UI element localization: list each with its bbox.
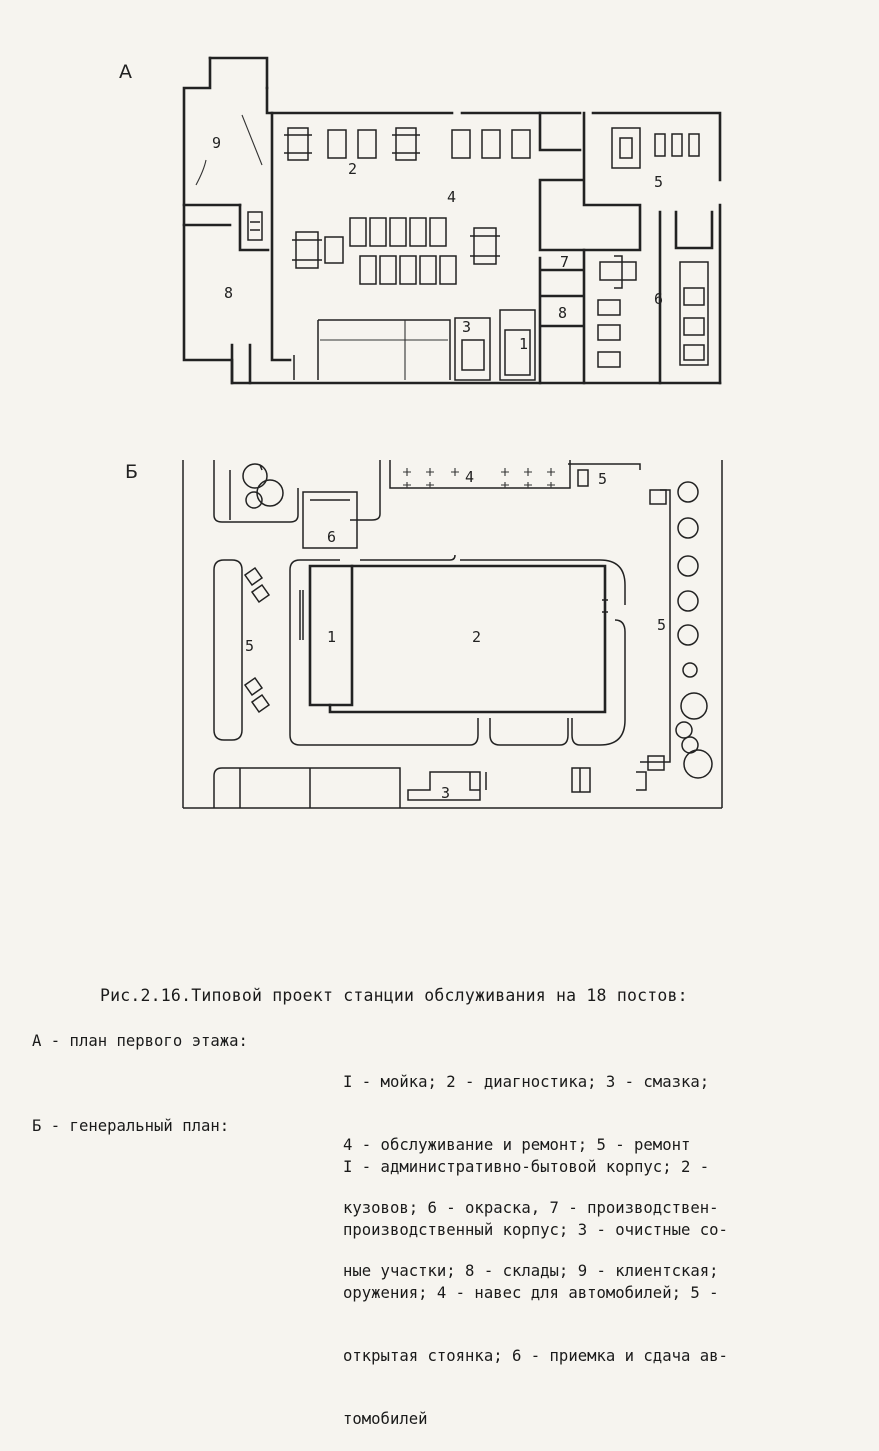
plan-a-lube-bay (454, 317, 491, 381)
legend-b-key: Б - генеральный план: (32, 1117, 230, 1135)
plan-a-booth (674, 210, 714, 250)
zone-5-north-label: 5 (598, 470, 607, 488)
room-8-label: 8 (558, 304, 567, 322)
admin-entrance (299, 590, 304, 640)
plan-a-painting-posts (597, 255, 709, 368)
room-4-label: 4 (447, 188, 456, 206)
legend-b-line: открытая стоянка; 6 - приемка и сдача ав… (343, 1347, 728, 1365)
plan-a-wash-lines (320, 320, 448, 380)
room-8b-label: 8 (224, 284, 233, 302)
site-plan-b: Б (125, 460, 723, 809)
legend-b-line: оружения; 4 - навес для автомобилей; 5 - (343, 1284, 719, 1302)
reception-block (302, 491, 358, 549)
room-1-label: 1 (519, 335, 528, 353)
plan-a-wall-5 (538, 111, 642, 252)
drive-lane-east (568, 463, 671, 763)
plan-a-wash-bay (293, 319, 451, 380)
room-7-label: 7 (560, 253, 569, 271)
plan-a-vestibule (230, 343, 252, 385)
zone-6-label: 6 (327, 528, 336, 546)
plan-a-stair-inner (247, 211, 263, 241)
plan-a-letter: А (119, 61, 132, 83)
plan-a-wall-9 (270, 111, 292, 362)
figure-caption: Рис.2.16.Типовой проект станции обслужив… (100, 986, 688, 1005)
island-top-left (213, 460, 299, 523)
room-9-label: 9 (212, 134, 221, 152)
plan-a-entry-wall (208, 56, 269, 90)
zone-3-label: 3 (441, 784, 450, 802)
canopy (350, 460, 571, 521)
room-2-label: 2 (348, 160, 357, 178)
zone-4-label: 4 (465, 468, 474, 486)
zone-5-west-label: 5 (245, 637, 254, 655)
tree (245, 491, 263, 509)
building-production (328, 564, 607, 714)
south-parking-strip (213, 767, 401, 808)
production-gates (602, 599, 608, 613)
plan-a-diagnostic-posts (284, 127, 531, 161)
tree (256, 479, 284, 507)
plan-a-wall-7-8 (538, 248, 586, 385)
legend-b-line: I - административно-бытовой корпус; 2 - (343, 1158, 710, 1176)
building-admin (308, 564, 354, 707)
legend-b-text: I - административно-бытовой корпус; 2 - … (343, 1115, 728, 1451)
island-lines (229, 464, 263, 520)
plan-a-wall-8 (182, 203, 242, 227)
canopy-posts (403, 468, 555, 488)
gate-boxes-south (571, 755, 665, 793)
legend-b-line: томобилей (343, 1410, 428, 1428)
drawing-canvas: А (119, 56, 723, 809)
legend-a-line: 4 - обслуживание и ремонт; 5 - ремонт (343, 1136, 691, 1154)
parked-cars-west (243, 566, 271, 714)
plan-a-stair (238, 203, 270, 252)
plan-a-wash-bay-1 (499, 309, 536, 381)
plan-b-letter: Б (125, 461, 138, 483)
plan-a-north-wall (265, 86, 722, 182)
plan-a-wall-storage (538, 111, 582, 152)
plan-a-lube-car (461, 339, 485, 371)
tree (242, 463, 268, 489)
zone-2-label: 2 (472, 628, 481, 646)
building-island-east (360, 554, 626, 746)
site-boundary (182, 460, 723, 809)
gate-boxes (577, 469, 667, 505)
zone-1-label: 1 (327, 628, 336, 646)
treatment-facilities (407, 771, 487, 801)
parking-island-west (213, 559, 243, 741)
room-3-label: 3 (462, 318, 471, 336)
legend-a-line: I - мойка; 2 - диагностика; 3 - смазка; (343, 1073, 710, 1091)
plan-a-body-repair-posts (611, 127, 700, 169)
plan-a-service-posts (292, 217, 500, 285)
legend-b-line: производственный корпус; 3 - очистные со… (343, 1221, 728, 1239)
room-6-label: 6 (654, 290, 663, 308)
building-island (289, 559, 479, 746)
legend-a-line: кузовов; 6 - окраска, 7 - производствен- (343, 1199, 719, 1217)
zone-5-east-label: 5 (657, 616, 666, 634)
trees-east (675, 481, 713, 779)
legend-a-key: А - план первого этажа: (32, 1032, 248, 1050)
plan-a-door-arcs (195, 114, 263, 186)
floor-plan-a: А (119, 56, 722, 385)
room-5-label: 5 (654, 173, 663, 191)
